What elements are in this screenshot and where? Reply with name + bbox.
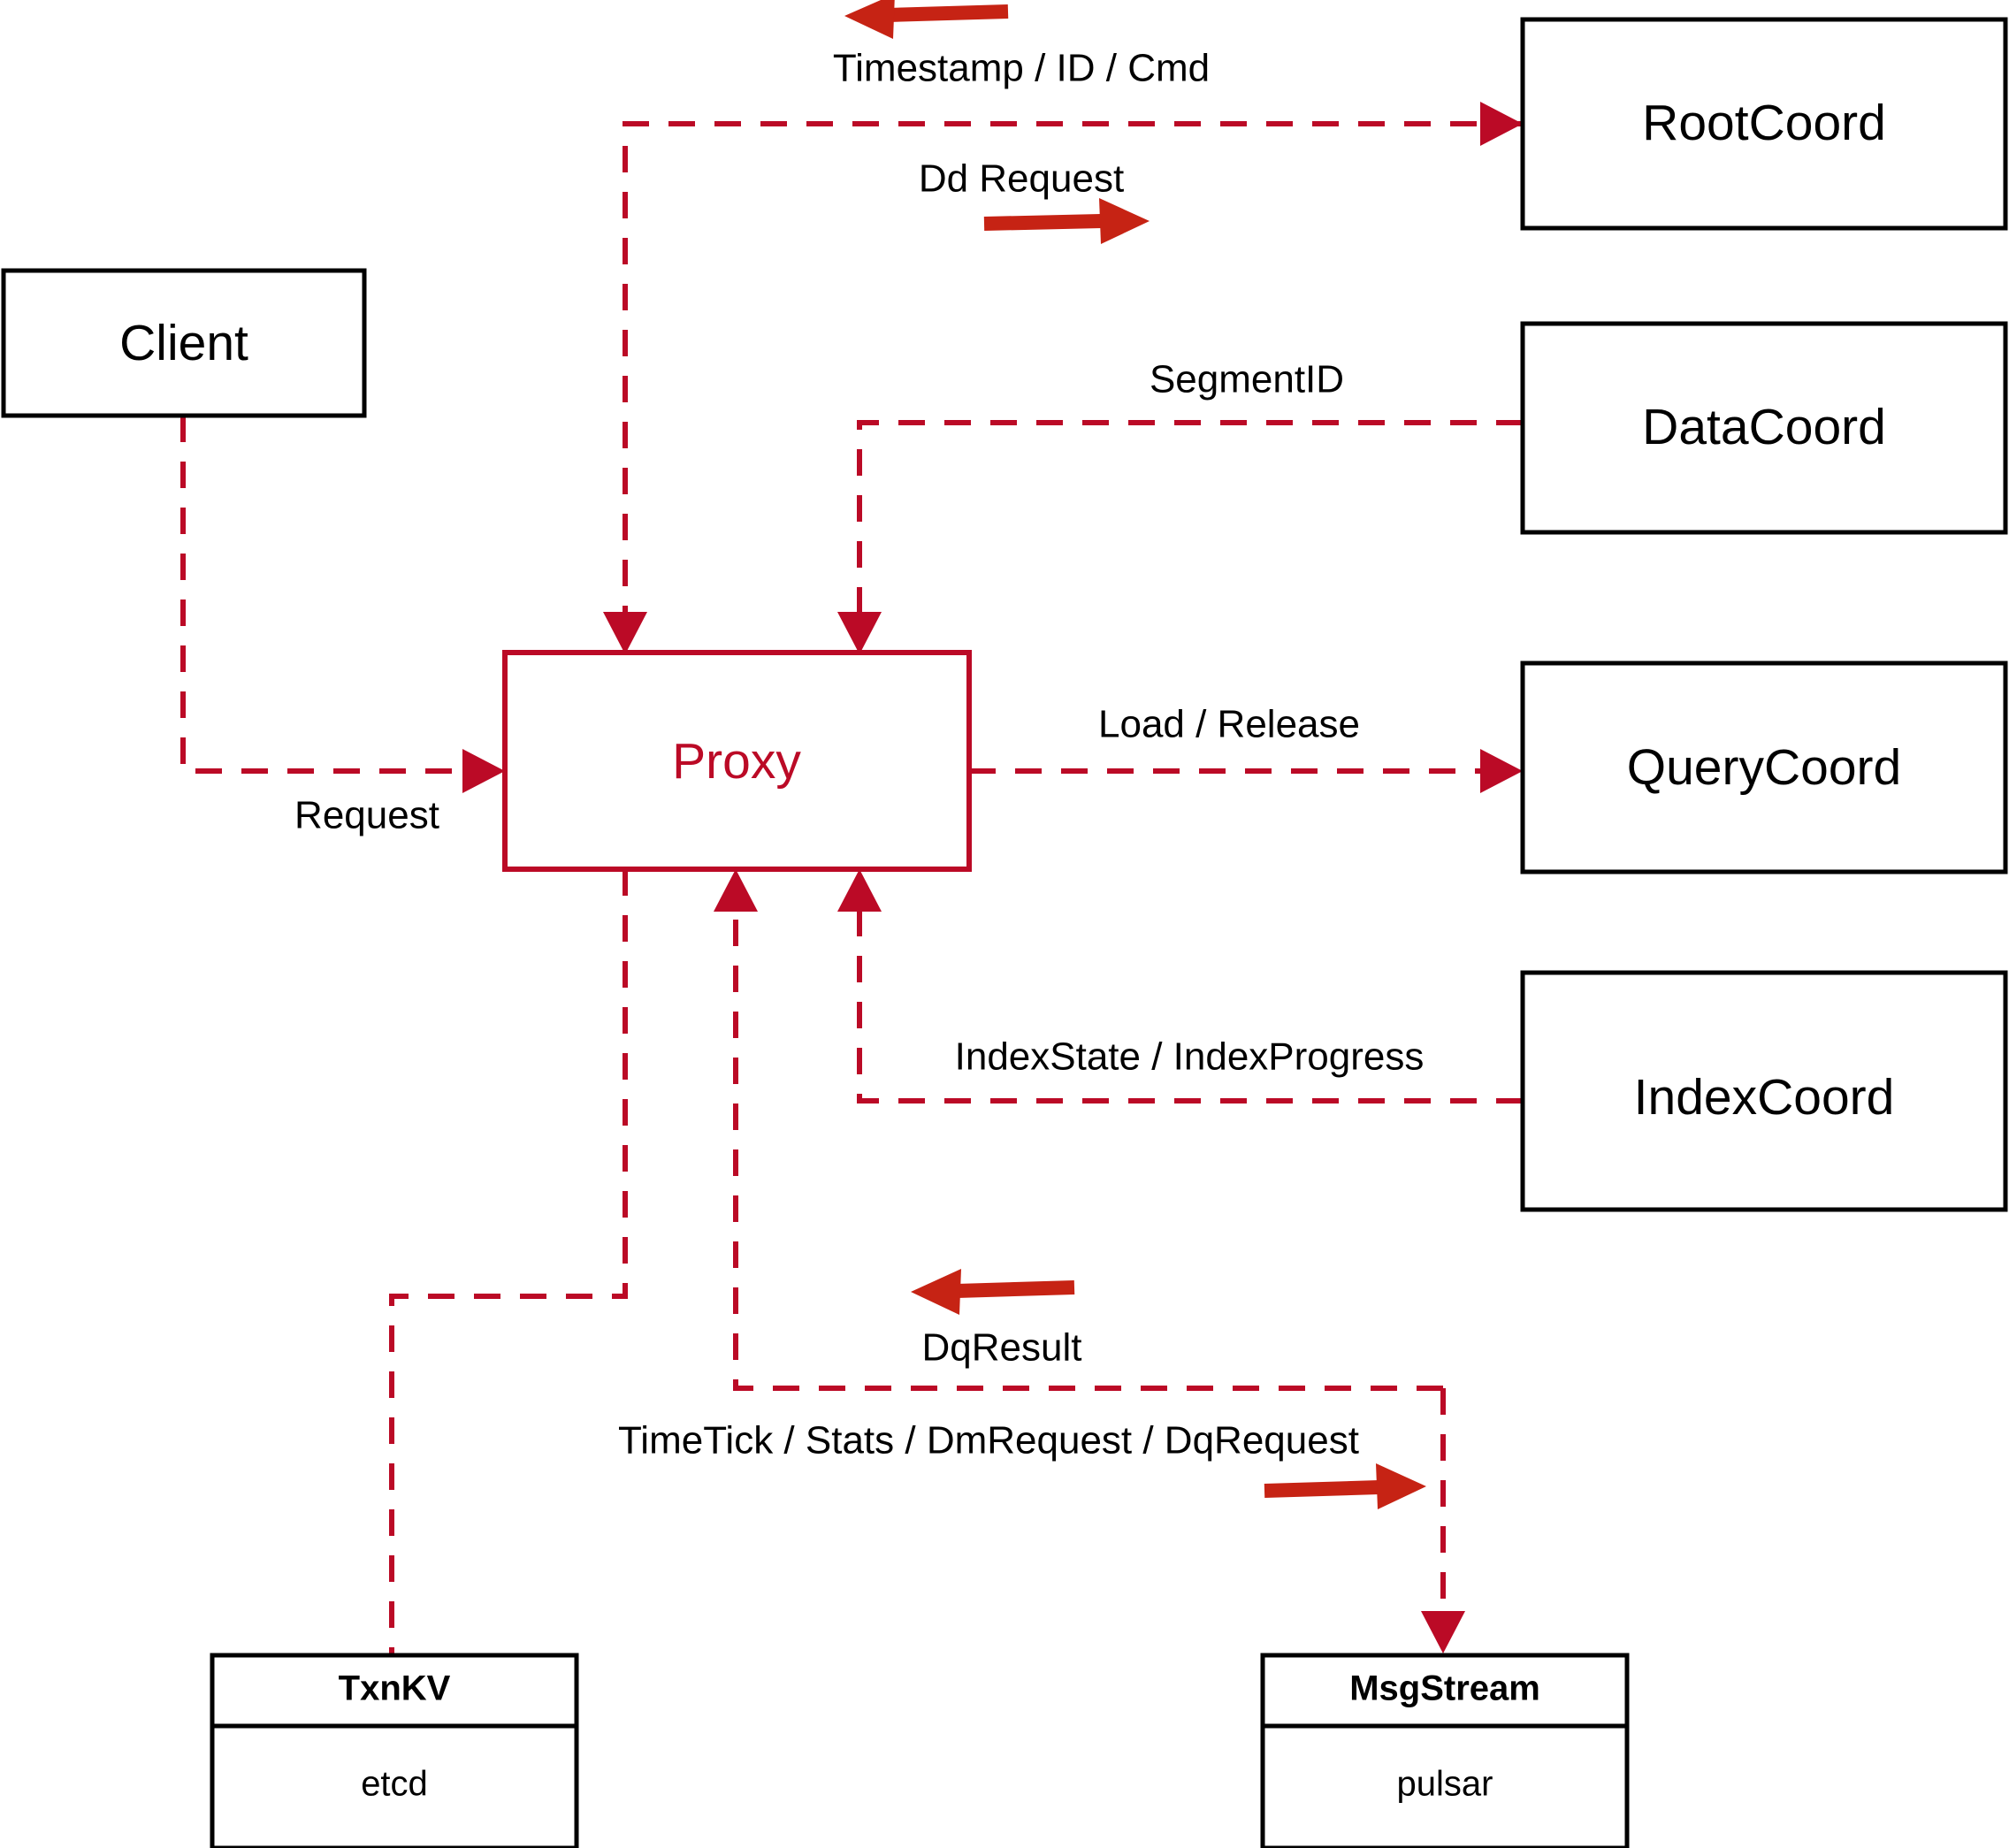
flow-request-arrowhead [462, 749, 505, 793]
edge-label-dd-request: Dd Request [919, 157, 1124, 201]
direction-arrow-msg-requests [1264, 1463, 1426, 1509]
flow-msg-requests-arrowhead [1421, 1611, 1465, 1653]
node-client-label: Client [119, 315, 248, 371]
flow-request [180, 416, 482, 774]
edge-label-timestamp-id-cmd: Timestamp / ID / Cmd [833, 47, 1210, 90]
node-root-coord-label: RootCoord [1642, 95, 1886, 151]
node-msgstream[interactable] [1260, 1653, 1630, 1848]
flow-segment-id [857, 420, 1523, 642]
node-data-coord-label: DataCoord [1642, 399, 1886, 455]
node-proxy[interactable] [502, 650, 972, 872]
node-txnkv-impl: etcd [361, 1765, 428, 1804]
direction-arrow-timestamp [844, 0, 1009, 39]
edge-label-dq-result: DqResult [922, 1326, 1082, 1370]
node-txnkv[interactable] [210, 1653, 579, 1848]
node-root-coord[interactable] [1520, 17, 2008, 231]
flow-proxy-txnkv [389, 869, 628, 1655]
node-data-coord[interactable] [1520, 321, 2008, 535]
direction-arrow-dq-result [911, 1269, 1075, 1315]
node-msgstream-label: MsgStream [1349, 1669, 1540, 1708]
node-index-coord-label: IndexCoord [1634, 1069, 1895, 1126]
flow-load-release-arrowhead [1480, 749, 1523, 793]
flow-dq-result [733, 893, 1443, 1391]
node-query-coord-label: QueryCoord [1627, 739, 1901, 796]
node-query-coord[interactable] [1520, 661, 2008, 874]
edge-label-load-release: Load / Release [1098, 703, 1360, 746]
node-client[interactable] [1, 268, 367, 418]
flow-dd-request-arrowhead [1480, 102, 1523, 146]
node-proxy-label: Proxy [672, 733, 801, 790]
direction-arrow-dd-request [983, 198, 1150, 244]
node-msgstream-impl: pulsar [1397, 1765, 1493, 1804]
flow-segment-id-arrowhead [837, 612, 882, 654]
flow-index-state-progress [857, 893, 1523, 1103]
node-index-coord[interactable] [1520, 970, 2008, 1212]
flow-index-state-arrowhead [837, 869, 882, 912]
flow-timestamp-id-cmd [623, 121, 1523, 642]
edge-label-request: Request [294, 794, 439, 837]
edge-label-segment-id: SegmentID [1150, 358, 1344, 401]
edge-label-index-state-progress: IndexState / IndexProgress [955, 1035, 1425, 1079]
node-txnkv-label: TxnKV [339, 1669, 451, 1708]
flow-dq-result-arrowhead [714, 869, 758, 912]
edge-label-msg-requests: TimeTick / Stats / DmRequest / DqRequest [618, 1419, 1359, 1462]
flow-timestamp-arrowhead [603, 612, 647, 654]
